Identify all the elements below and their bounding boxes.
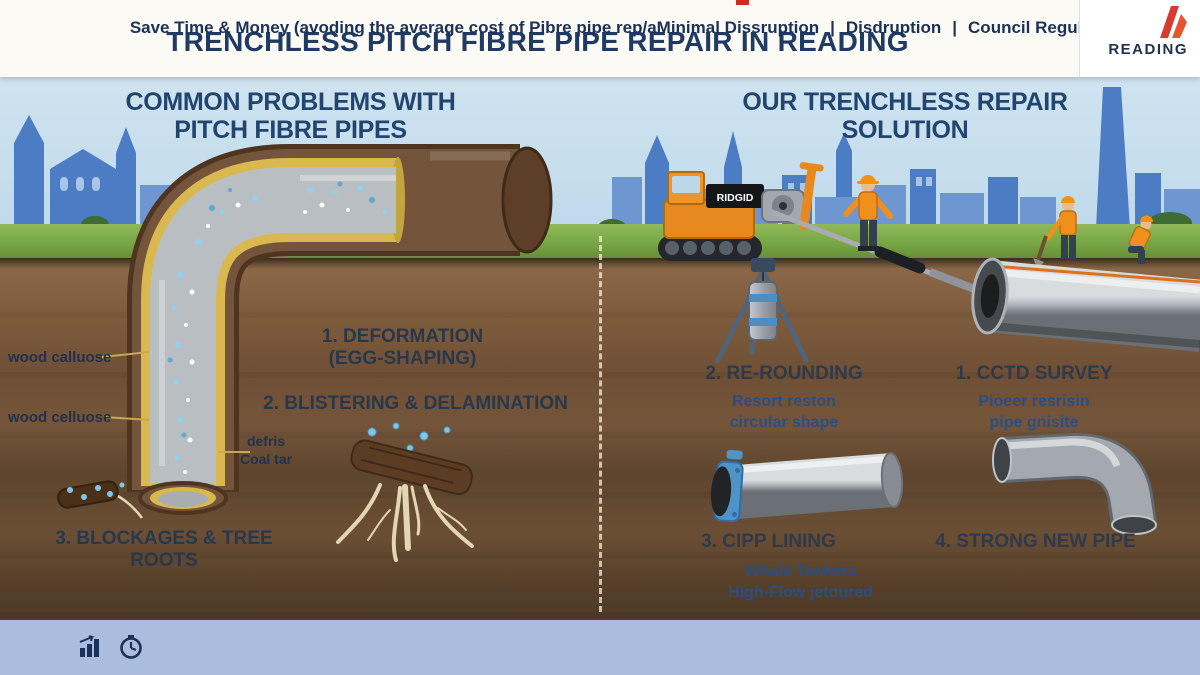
step-rerounding-sub: Resort reston circular shape xyxy=(688,392,880,434)
left-heading-line2: PITCH FIBRE PIPES xyxy=(174,116,407,144)
step-cipp-title: 3. CIPP LINING xyxy=(701,531,836,552)
step-cipp-sub2: High-Flow jetoured xyxy=(728,583,873,601)
step-rerounding-sub1: Resort reston xyxy=(731,393,837,410)
footer-item-1: Save Time & Money (avoding the average c… xyxy=(129,17,820,37)
footer-icons xyxy=(78,634,144,660)
right-heading-line2: SOLUTION xyxy=(841,116,969,144)
left-section-heading: COMMON PROBLEMS WITH PITCH FIBRE PIPES xyxy=(68,88,513,144)
step-survey-title: 1. CCTD SURVEY xyxy=(955,363,1113,384)
step-survey-sub2: pipe gnisite xyxy=(989,413,1079,431)
title-banner xyxy=(0,0,1200,77)
callout-wood-cellulose-1: wood calluose xyxy=(8,349,112,366)
reading-logo: READING xyxy=(1080,0,1200,77)
step-rerounding-title: 2. RE-ROUNDING xyxy=(705,363,863,384)
problem-1-deformation: 1. DEFORMATION (EGG-SHAPING) xyxy=(295,326,510,371)
left-heading-line1: COMMON PROBLEMS WITH xyxy=(125,88,456,116)
problem-1-line1: 1. DEFORMATION xyxy=(321,326,484,347)
right-section-heading: OUR TRENCHLESS REPAIR SOLUTION xyxy=(650,88,1160,144)
red-accent-mark xyxy=(736,0,749,5)
reading-logo-icon xyxy=(1160,6,1187,38)
step-survey-sub1: Pioeer resrisin xyxy=(978,393,1090,410)
step-newpipe-title: 4. STRONG NEW PIPE xyxy=(935,531,1136,552)
callout-coal-tar: defris Coal tar xyxy=(228,433,304,468)
step-survey-sub: Pioeer resrisin pipe gnisite xyxy=(938,392,1130,434)
step-cipp-sub: Whale Tankers High-Flow jetoured xyxy=(698,562,903,604)
callout-wood-cellulose-2: wood celluose xyxy=(8,409,112,426)
problem-2-blistering: 2. BLISTERING & DELAMINATION xyxy=(263,393,568,414)
step-rerounding-sub2: circular shape xyxy=(729,413,839,431)
savings-icon xyxy=(79,635,99,657)
section-divider-dashed xyxy=(599,236,602,612)
step-cipp-sub1: Whale Tankers xyxy=(744,563,857,580)
footer-item-2: Disdruption xyxy=(845,17,942,37)
problem-3-blockages: 3. BLOCKAGES & TREE ROOTS xyxy=(55,528,273,572)
callout-debris-line1: defris xyxy=(246,433,286,449)
footer-separator-1: | xyxy=(830,17,835,37)
footer-separator-2: | xyxy=(952,17,958,37)
footer-benefits-text: Save Time & Money (avoding the average c… xyxy=(130,0,1200,55)
stopwatch-icon xyxy=(120,635,142,659)
footer-banner xyxy=(0,620,1200,675)
callout-debris-line2: Coal tar xyxy=(239,450,293,467)
right-heading-line1: OUR TRENCHLESS REPAIR xyxy=(742,88,1068,116)
page-title: TRENCHLESS PITCH FIBRE PIPE REPAIR IN RE… xyxy=(166,26,909,57)
reading-logo-text: READING xyxy=(1108,41,1188,58)
problem-1-line2: (EGG-SHAPING) xyxy=(328,348,477,370)
